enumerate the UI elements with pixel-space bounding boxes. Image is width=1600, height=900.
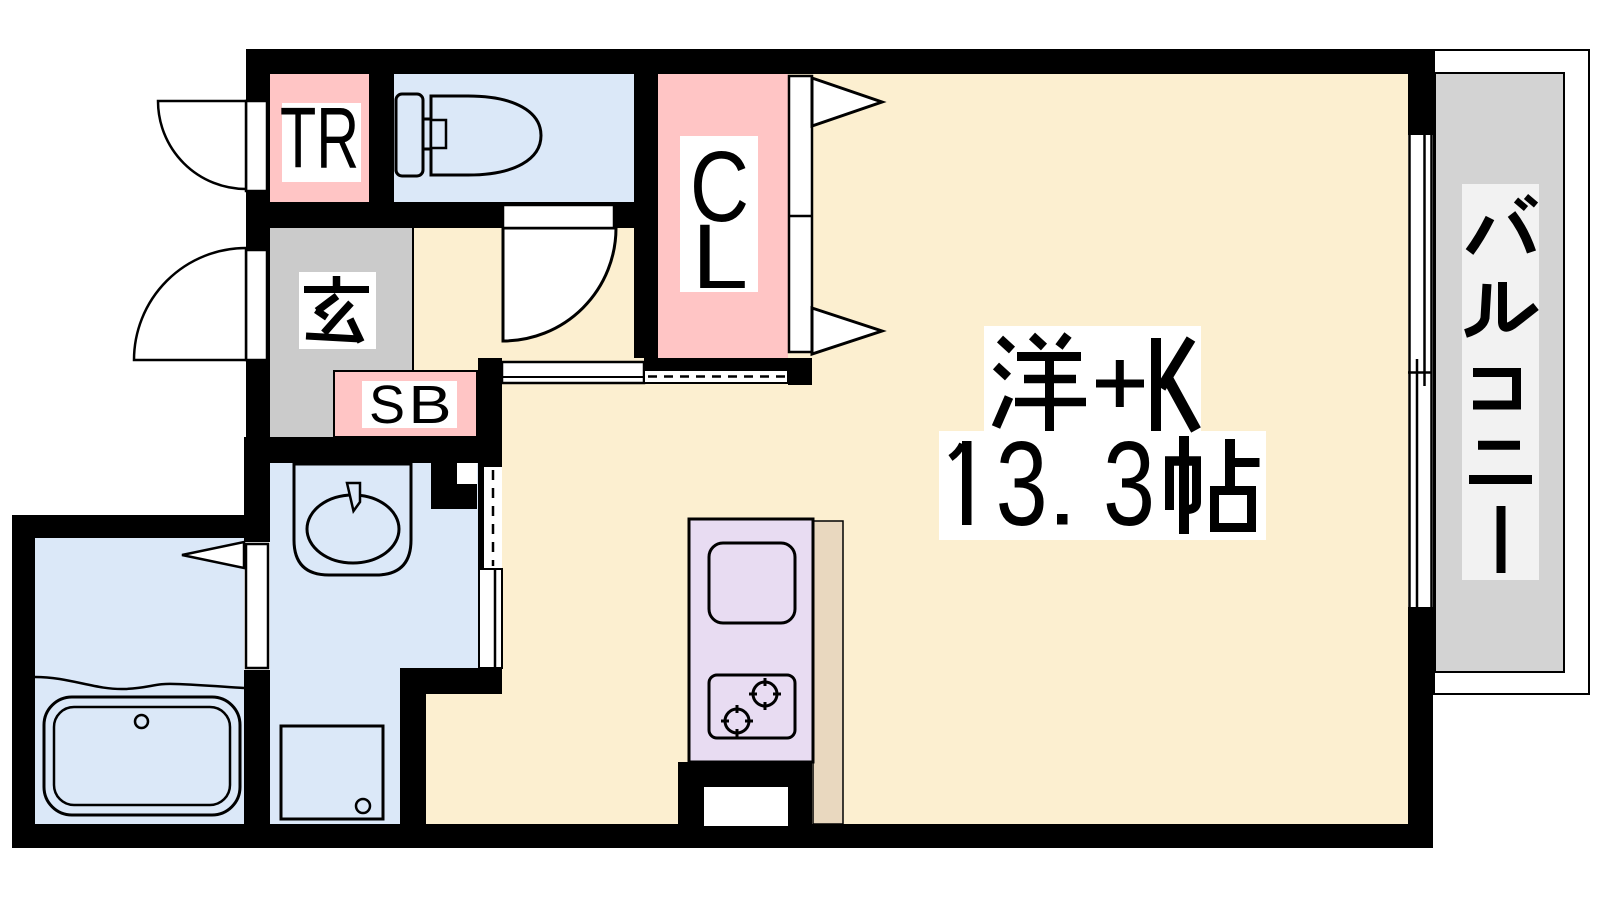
svg-text:B: B <box>408 374 451 435</box>
svg-text:3: 3 <box>996 417 1048 551</box>
svg-text:S: S <box>369 375 405 435</box>
svg-text:3: 3 <box>1103 417 1155 551</box>
svg-text:C: C <box>690 131 749 243</box>
svg-text:TR: TR <box>280 90 359 187</box>
svg-text:L: L <box>692 205 748 308</box>
